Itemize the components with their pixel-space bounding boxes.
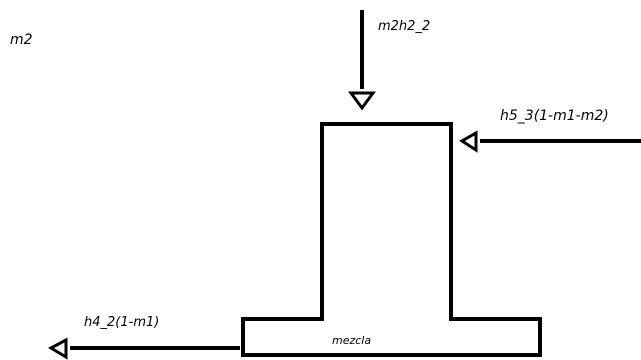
left-output-label: h4_2(1-m1) [84,315,159,330]
right-input-label: h5_3(1-m1-m2) [500,108,609,124]
mixing-chamber-outline [241,122,542,357]
right-input-arrow-icon [459,130,478,153]
corner-label: m2 [10,32,33,48]
chamber-label: mezcla [332,334,371,347]
left-output-arrow-icon [47,337,68,360]
top-input-arrow-icon [348,91,376,111]
top-input-label: m2h2_2 [378,19,430,34]
